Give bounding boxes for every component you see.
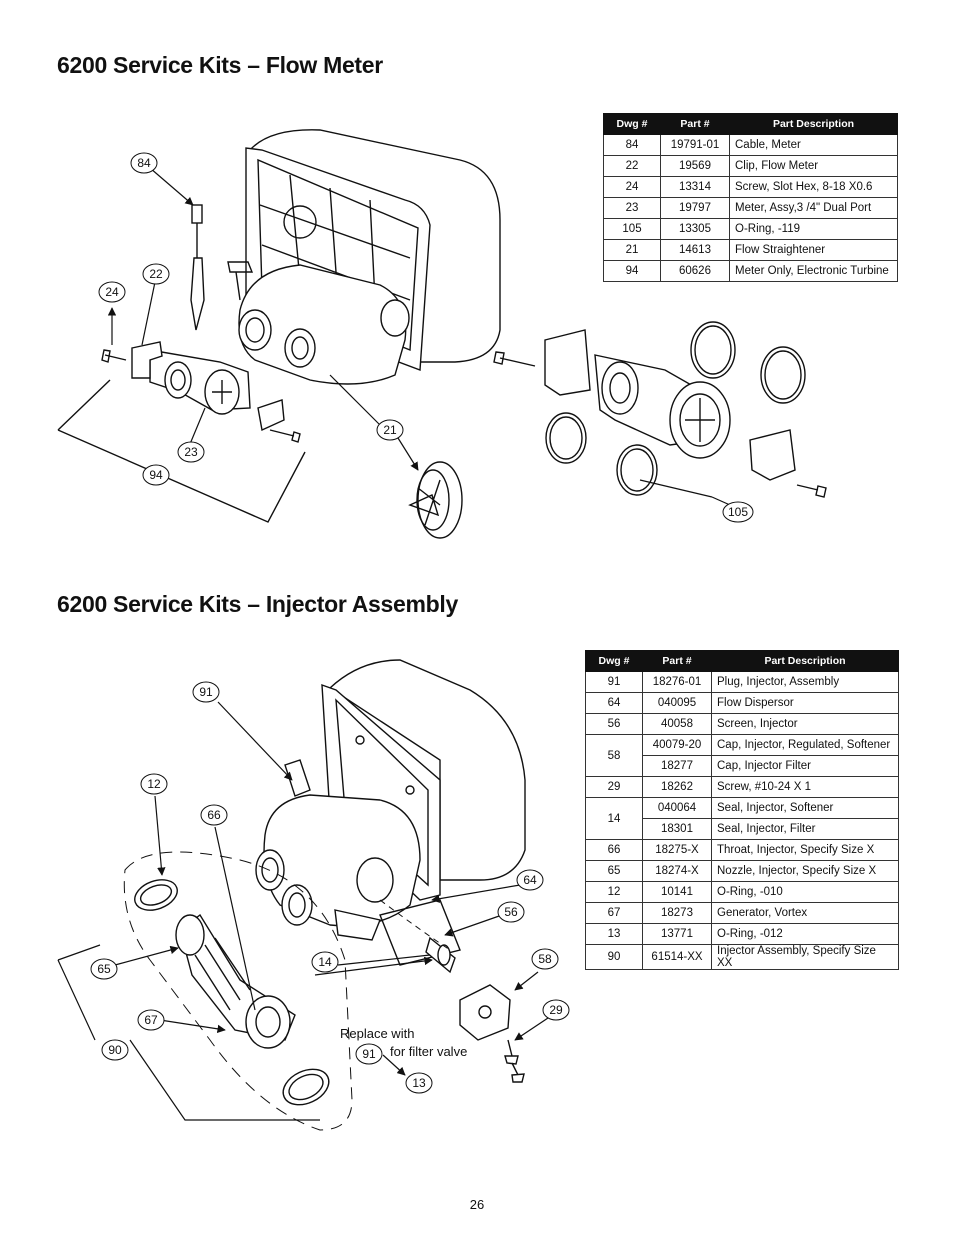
callout-label: 22 (149, 267, 163, 281)
description-cell: Throat, Injector, Specify Size X (711, 839, 899, 861)
callout-64: 64 (516, 869, 544, 891)
callout-label: 91 (362, 1047, 376, 1061)
callout-84: 84 (130, 152, 158, 174)
table-header-row: Dwg # Part # Part Description (585, 650, 899, 672)
callout-label: 105 (728, 505, 748, 519)
part-cell: 60626 (660, 260, 730, 282)
callout-105: 105 (722, 501, 754, 523)
callout-66: 66 (200, 804, 228, 826)
callout-label: 58 (538, 952, 552, 966)
callout-label: 23 (184, 445, 198, 459)
injector-callouts: 91 12 66 64 56 58 29 14 65 67 90 91 13 (90, 681, 570, 1094)
callout-label: 24 (105, 285, 119, 299)
column-header-description: Part Description (711, 650, 899, 672)
callout-91-filter: 91 (355, 1043, 383, 1065)
callout-label: 29 (549, 1003, 563, 1017)
callout-94: 94 (142, 464, 170, 486)
part-cell: 18274-X (642, 860, 712, 882)
part-cell: 18277 (642, 755, 712, 777)
callout-12: 12 (140, 773, 168, 795)
callout-65: 65 (90, 958, 118, 980)
callout-29: 29 (542, 999, 570, 1021)
description-cell: O-Ring, -119 (729, 218, 898, 240)
part-cell: 13771 (642, 923, 712, 945)
replace-note-line2: for filter valve (390, 1044, 468, 1059)
callout-67: 67 (137, 1009, 165, 1031)
injector-leaders (114, 701, 549, 1076)
replace-note-line1: Replace with (340, 1026, 415, 1041)
part-cell: 18301 (642, 818, 712, 840)
callout-label: 56 (504, 905, 518, 919)
callout-13: 13 (405, 1072, 433, 1094)
callout-label: 66 (207, 808, 221, 822)
callout-58: 58 (531, 948, 559, 970)
section-title-injector-assembly: 6200 Service Kits – Injector Assembly (57, 591, 458, 617)
column-header-description: Part Description (729, 113, 898, 135)
flow-meter-callouts: 84 22 24 21 23 94 105 (98, 152, 754, 523)
callout-label: 21 (383, 423, 397, 437)
dwg-cell: 58 (585, 734, 643, 777)
description-cell: Cable, Meter (729, 134, 898, 156)
part-cell: 18275-X (642, 839, 712, 861)
section-title-flow-meter: 6200 Service Kits – Flow Meter (57, 52, 383, 78)
callout-21: 21 (376, 419, 404, 441)
callout-14: 14 (311, 951, 339, 973)
callout-label: 90 (108, 1043, 122, 1057)
column-header-part: Part # (660, 113, 730, 135)
description-cell: Injector Assembly, Specify Size XX (711, 944, 899, 970)
callout-label: 13 (412, 1076, 426, 1090)
callout-label: 91 (199, 685, 213, 699)
callout-22: 22 (142, 263, 170, 285)
table-header-row: Dwg # Part # Part Description (603, 113, 898, 135)
callout-label: 14 (318, 955, 332, 969)
dwg-cell: 23 (603, 197, 661, 219)
callout-label: 12 (147, 777, 161, 791)
description-cell: Flow Straightener (729, 239, 898, 261)
callout-24: 24 (98, 281, 126, 303)
description-cell: O-Ring, -010 (711, 881, 899, 903)
callout-23: 23 (177, 441, 205, 463)
injector-assembly-drawing (57, 659, 526, 1131)
callout-label: 67 (144, 1013, 158, 1027)
callout-label: 94 (149, 468, 163, 482)
description-cell: Flow Dispersor (711, 692, 899, 714)
page-number: 26 (469, 1197, 485, 1212)
callout-label: 65 (97, 962, 111, 976)
dwg-cell: 90 (585, 944, 643, 970)
callout-56: 56 (497, 901, 525, 923)
description-cell: Nozzle, Injector, Specify Size X (711, 860, 899, 882)
flow-meter-leaders (107, 167, 731, 506)
dwg-cell: 84 (603, 134, 661, 156)
part-cell: 61514-XX (642, 944, 712, 970)
description-cell: Screw, #10-24 X 1 (711, 776, 899, 798)
callout-90: 90 (101, 1039, 129, 1061)
description-cell: Meter Only, Electronic Turbine (729, 260, 898, 282)
callout-label: 64 (523, 873, 537, 887)
callout-91: 91 (192, 681, 220, 703)
flow-meter-drawing (57, 129, 827, 539)
callout-label: 84 (137, 156, 151, 170)
column-header-dwg: Dwg # (585, 650, 643, 672)
